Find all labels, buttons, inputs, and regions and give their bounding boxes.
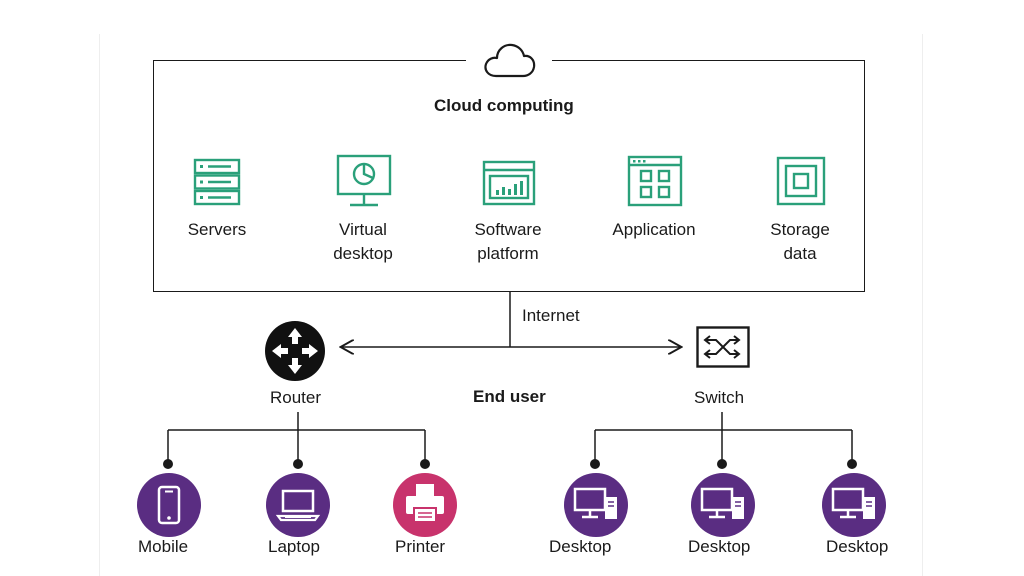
service-label-servers: Servers: [187, 220, 247, 239]
connector-dot: [717, 459, 727, 469]
desktop-icon: [691, 473, 755, 537]
switch-label: Switch: [694, 388, 745, 407]
device-label-desktop: Desktop: [688, 537, 751, 556]
device-label-desktop: Desktop: [826, 537, 889, 556]
router-icon: [265, 321, 325, 381]
desktop-icon: [822, 473, 886, 537]
service-label-application: Application: [612, 220, 696, 239]
software-platform-icon: [482, 160, 536, 206]
cloud-computing-title: Cloud computing: [434, 96, 574, 115]
switch-icon: [696, 326, 750, 368]
application-icon: [627, 155, 683, 207]
mobile-icon: [137, 473, 201, 537]
servers-icon: [193, 158, 241, 206]
router-label: Router: [270, 388, 322, 407]
device-label-laptop: Laptop: [268, 537, 320, 556]
virtual-desktop-icon: [336, 154, 392, 207]
connector-dot: [163, 459, 173, 469]
connector-dot: [420, 459, 430, 469]
device-label-desktop: Desktop: [549, 537, 612, 556]
connector-dot: [590, 459, 600, 469]
connector-dot: [847, 459, 857, 469]
cloud-icon: [484, 43, 536, 78]
device-label-mobile: Mobile: [138, 537, 189, 556]
printer-icon: [393, 473, 457, 537]
internet-label: Internet: [522, 306, 580, 325]
laptop-icon: [266, 473, 330, 537]
page-guide-right: [922, 34, 923, 576]
page-guide-left: [99, 34, 100, 576]
desktop-icon: [564, 473, 628, 537]
device-label-printer: Printer: [395, 537, 446, 556]
end-user-label: End user: [473, 387, 546, 406]
storage-data-icon: [776, 156, 826, 206]
connector-dot: [293, 459, 303, 469]
